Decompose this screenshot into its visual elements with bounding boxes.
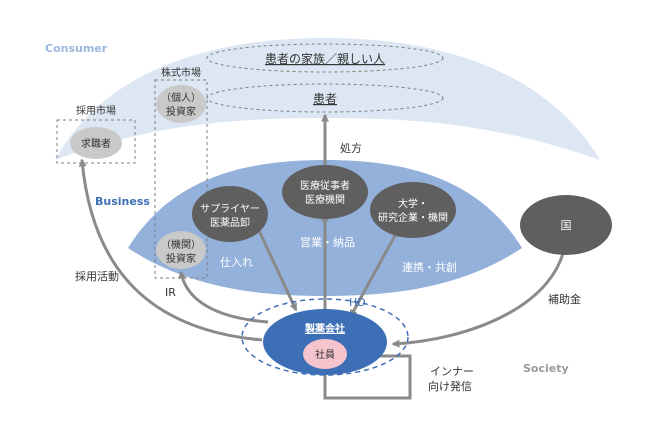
family-label: 患者の家族／親しい人 xyxy=(265,51,385,66)
internal-comm-line1: インナー xyxy=(430,365,474,378)
internal-comm-arrow xyxy=(323,352,412,400)
supplier-line1: サプライヤー xyxy=(200,203,260,215)
subsidy-arrow xyxy=(391,237,568,348)
collab-label: 連携・共創 xyxy=(402,260,457,274)
ir-label: IR xyxy=(165,286,176,299)
supplier-node xyxy=(192,186,268,242)
hd-label: HD xyxy=(349,296,366,309)
internal-comm-line2: 向け発信 xyxy=(428,379,472,393)
business-label: Business xyxy=(95,195,150,208)
patient-label: 患者 xyxy=(313,92,337,106)
individual-investor-line2: 投資家 xyxy=(166,105,196,118)
sales-label: 営業・納品 xyxy=(300,235,355,249)
country-label: 国 xyxy=(561,219,572,232)
hd-ellipse xyxy=(241,298,409,376)
employee-node xyxy=(303,339,347,369)
patient-ellipse xyxy=(206,83,444,113)
university-line2: 研究企業・機関 xyxy=(378,211,448,224)
university-node xyxy=(370,182,456,238)
medical-line2: 医療機関 xyxy=(305,193,345,206)
stock-market-title: 株式市場 xyxy=(161,66,201,79)
institutional-investor-node xyxy=(156,231,206,269)
individual-investor-line1: （個人） xyxy=(161,91,201,104)
job-market-title: 採用市場 xyxy=(76,104,116,117)
family-ellipse xyxy=(206,43,444,73)
job-seeker-label: 求職者 xyxy=(81,138,111,150)
collab-arrow xyxy=(349,228,400,318)
job-seeker-node xyxy=(70,127,122,159)
ir-arrow xyxy=(178,270,269,324)
subsidy-label: 補助金 xyxy=(548,292,581,306)
recruiting-arrow xyxy=(78,158,263,342)
recruiting-label: 採用活動 xyxy=(75,269,119,283)
society-label: Society xyxy=(523,362,569,375)
university-line1: 大学・ xyxy=(398,197,428,210)
medical-line1: 医療従事者 xyxy=(300,179,350,192)
institutional-investor-line2: 投資家 xyxy=(166,252,196,265)
consumer-band xyxy=(55,38,600,160)
institutional-investor-line1: （機関） xyxy=(161,238,201,251)
individual-investor-node xyxy=(156,85,206,123)
job-market-box xyxy=(56,119,136,164)
purchase-label: 仕入れ xyxy=(220,256,253,269)
employee-label: 社員 xyxy=(315,348,335,361)
medical-node xyxy=(282,165,368,219)
country-node xyxy=(520,195,612,255)
company-label: 製薬会社 xyxy=(304,322,345,335)
supplier-line2: 医薬品卸 xyxy=(210,216,250,229)
purchase-arrow xyxy=(253,221,298,312)
consumer-label: Consumer xyxy=(45,42,108,55)
prescription-label: 処方 xyxy=(340,141,362,155)
